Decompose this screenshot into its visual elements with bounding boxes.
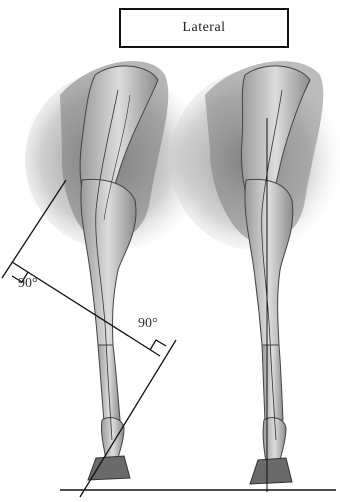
view-title: Lateral xyxy=(119,8,289,48)
right-leg xyxy=(170,61,340,492)
angle-label-left: 90° xyxy=(18,276,38,292)
angle-label-right: 90° xyxy=(138,316,158,332)
